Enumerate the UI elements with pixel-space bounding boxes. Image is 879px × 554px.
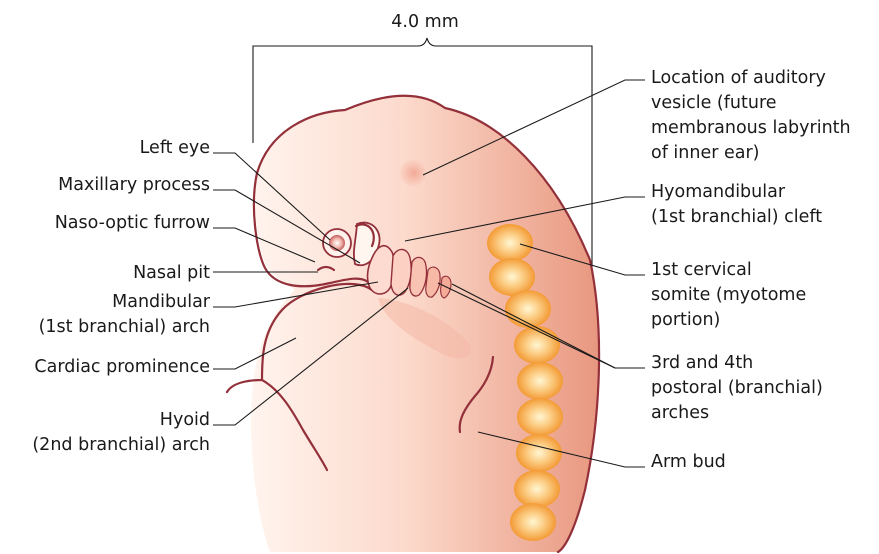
label-cardiac-prominence: Cardiac prominence (34, 357, 210, 377)
label-nasal-pit: Nasal pit (133, 263, 210, 283)
label-somite-line3: portion) (651, 310, 720, 330)
scale-label: 4.0 mm (391, 12, 459, 32)
somite-7 (516, 434, 562, 472)
label-postoral-line2: postoral (branchial) (651, 378, 823, 398)
label-mandibular-line2: (1st branchial) arch (39, 317, 210, 337)
label-somite-line1: 1st cervical (651, 260, 752, 280)
somite-4 (514, 326, 560, 364)
left-labels: Left eye Maxillary process Naso-optic fu… (32, 138, 210, 455)
somite-3 (505, 290, 551, 328)
label-maxillary-process: Maxillary process (58, 175, 210, 195)
label-hyoid-line2: (2nd branchial) arch (32, 435, 210, 455)
label-auditory-line3: membranous labyrinth (651, 118, 851, 138)
label-postoral-line1: 3rd and 4th (651, 353, 753, 373)
label-naso-optic-furrow: Naso-optic furrow (55, 213, 210, 233)
left-eye-marker (323, 229, 351, 257)
somite-1 (487, 224, 533, 262)
label-mandibular-line1: Mandibular (112, 292, 211, 312)
label-somite-line2: somite (myotome (651, 285, 806, 305)
label-auditory-line1: Location of auditory (651, 68, 826, 88)
somite-9 (510, 503, 556, 541)
auditory-vesicle (400, 159, 428, 187)
label-hyomandibular-line1: Hyomandibular (651, 182, 786, 202)
label-auditory-line2: vesicle (future (651, 93, 777, 113)
label-left-eye: Left eye (140, 138, 210, 158)
label-hyoid-line1: Hyoid (160, 410, 210, 430)
somite-8 (514, 470, 560, 508)
label-postoral-line3: arches (651, 403, 709, 423)
right-labels: Location of auditory vesicle (future mem… (651, 68, 851, 472)
label-auditory-line4: of inner ear) (651, 143, 760, 163)
somite-5 (517, 362, 563, 400)
label-arm-bud: Arm bud (651, 452, 726, 472)
somite-6 (517, 398, 563, 436)
label-hyomandibular-line2: (1st branchial) cleft (651, 207, 822, 227)
